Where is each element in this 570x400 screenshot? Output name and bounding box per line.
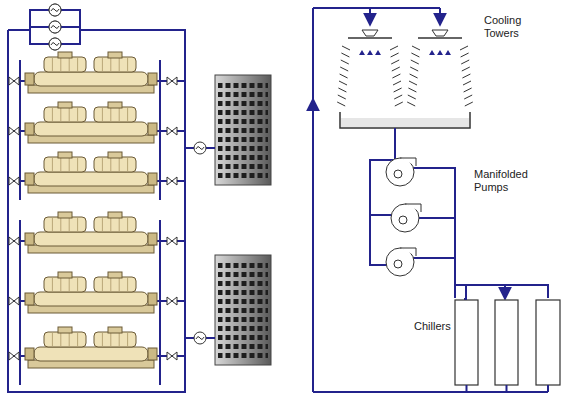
heat-exchanger-symbol (49, 4, 61, 16)
pipe (312, 8, 314, 392)
pipe (30, 10, 100, 30)
pipe (466, 385, 468, 392)
pipe (370, 128, 395, 265)
part-label: Manifolded Pumps (474, 168, 544, 194)
pipe (439, 8, 441, 24)
pump-symbol (386, 158, 416, 186)
valve-symbol (167, 297, 177, 305)
cooling-tower-illustration (407, 30, 473, 106)
pipe (8, 29, 30, 31)
pipe (547, 385, 549, 392)
part-label: Cooling Towers (484, 14, 544, 40)
pipe (185, 337, 215, 339)
pipe (455, 285, 505, 298)
building-illustration (215, 75, 271, 185)
heat-exchanger-symbol (49, 38, 61, 50)
valve-symbol (167, 237, 177, 245)
chiller-illustration (25, 152, 157, 193)
heat-exchanger-symbol (194, 332, 206, 344)
valve-symbol (167, 77, 177, 85)
pipe (313, 7, 440, 9)
pump-symbol (391, 204, 421, 232)
pipe (185, 147, 215, 149)
chiller-illustration (25, 102, 157, 143)
valve-symbol (9, 127, 19, 135)
cooling-tower-illustration (337, 30, 403, 106)
heat-exchanger-symbol (49, 21, 61, 33)
valve-symbol (9, 77, 19, 85)
valve-symbol (9, 237, 19, 245)
pipe (410, 168, 455, 292)
chiller-box (536, 300, 560, 385)
pipe (506, 385, 508, 392)
heat-exchanger-symbol (194, 142, 206, 154)
pipe (410, 257, 455, 259)
heat-exchanger-symbol (49, 4, 61, 16)
chiller-illustration (25, 272, 157, 313)
part-label: Chillers (414, 320, 464, 333)
valve-symbol (9, 177, 19, 185)
valve-symbol (167, 177, 177, 185)
pipe (159, 220, 161, 385)
valve-symbol (167, 127, 177, 135)
heat-exchanger-symbol (49, 38, 61, 50)
valve-symbol (167, 352, 177, 360)
chiller-illustration (25, 327, 157, 368)
pump-symbol (386, 248, 416, 276)
pipe (454, 292, 456, 298)
pipe (465, 285, 467, 300)
pipe (369, 8, 371, 24)
pipe (313, 391, 548, 393)
tower-basin (340, 112, 470, 128)
pipe (8, 30, 185, 392)
chiller-box (455, 300, 478, 385)
pipe (505, 285, 548, 298)
chiller-illustration (25, 212, 157, 253)
building-illustration (215, 255, 271, 365)
pipe (30, 26, 80, 28)
chiller-illustration (25, 52, 157, 93)
valve-symbol (9, 352, 19, 360)
heat-exchanger-symbol (49, 21, 61, 33)
valve-symbol (9, 297, 19, 305)
pipe (454, 285, 456, 292)
chiller-box (495, 300, 518, 385)
